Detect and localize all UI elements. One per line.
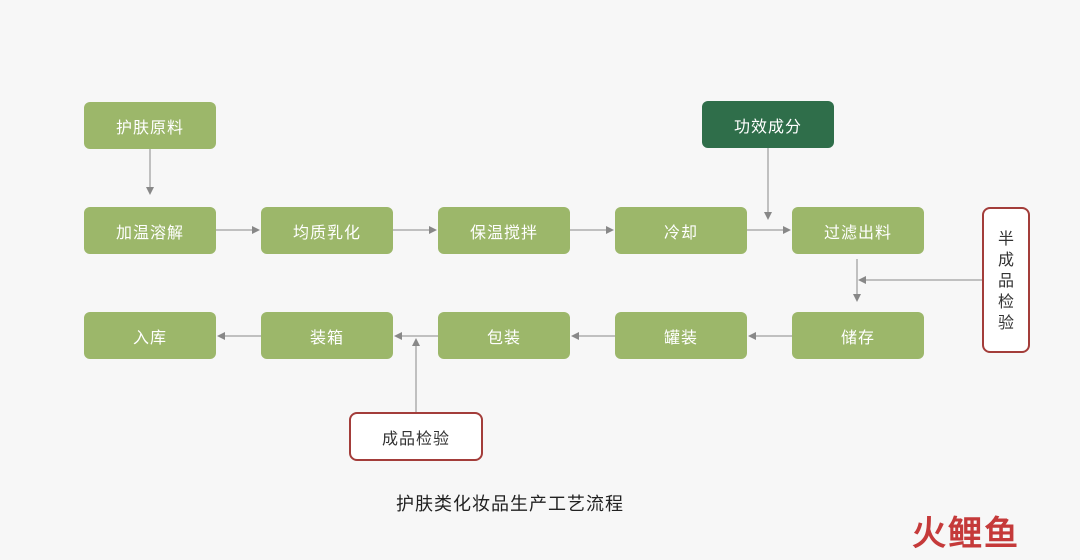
node-cool: 冷却 [615,207,747,254]
node-raw-material: 护肤原料 [84,102,216,149]
node-filling: 罐装 [615,312,747,359]
vertical-char: 检 [997,291,1014,311]
node-filter-discharge: 过滤出料 [792,207,924,254]
node-final-inspection: 成品检验 [349,412,483,461]
vertical-char: 成 [997,249,1014,269]
node-homogenize: 均质乳化 [261,207,393,254]
node-boxing: 装箱 [261,312,393,359]
node-warehouse: 入库 [84,312,216,359]
vertical-char: 品 [997,270,1014,290]
vertical-char: 半 [997,228,1014,248]
node-storage: 储存 [792,312,924,359]
node-heat-dissolve: 加温溶解 [84,207,216,254]
node-packaging: 包装 [438,312,570,359]
vertical-char: 验 [997,312,1014,332]
watermark-logo: 火鲤鱼 [912,514,1020,554]
node-warm-stir: 保温搅拌 [438,207,570,254]
node-semi-finished-inspection: 半成品检验 [982,207,1030,353]
node-effective-ingredient: 功效成分 [702,101,834,148]
diagram-caption: 护肤类化妆品生产工艺流程 [396,494,624,515]
